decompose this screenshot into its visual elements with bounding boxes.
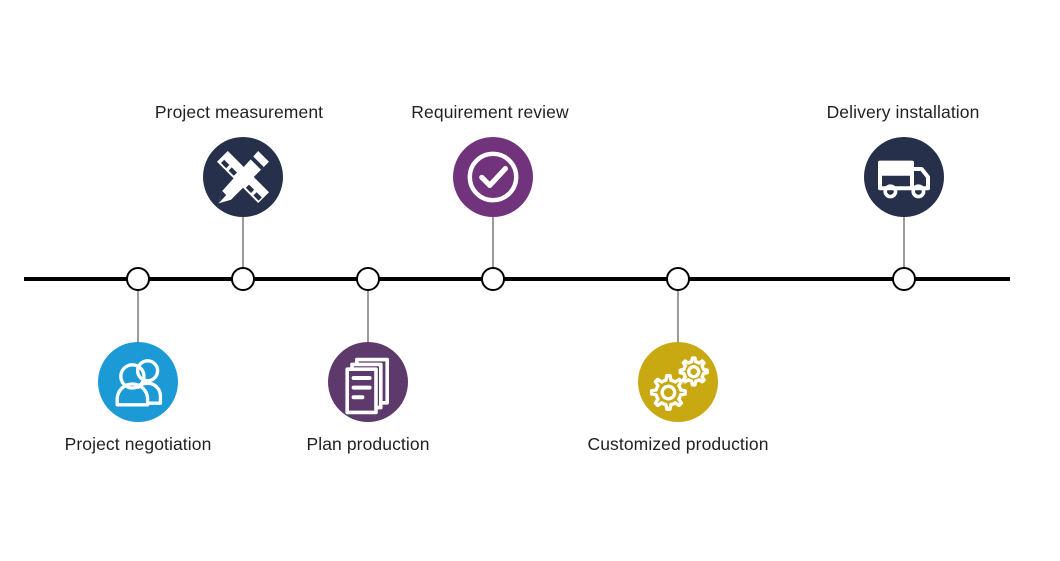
timeline-node-plan-production[interactable] [356, 267, 380, 291]
step-project-measurement[interactable] [203, 137, 283, 217]
step-label-requirement-review: Requirement review [411, 102, 569, 122]
step-label-customized-production: Customized production [587, 434, 769, 454]
timeline-node-delivery-installation[interactable] [892, 267, 916, 291]
documents-icon [345, 357, 390, 415]
timeline-node-requirement-review[interactable] [481, 267, 505, 291]
icon-bubble-project-negotiation[interactable] [98, 342, 178, 422]
step-requirement-review[interactable] [453, 137, 533, 217]
timeline-node-customized-production[interactable] [666, 267, 690, 291]
step-customized-production[interactable] [638, 342, 718, 422]
icon-bubble-requirement-review[interactable] [453, 137, 533, 217]
timeline-node-project-negotiation[interactable] [126, 267, 150, 291]
step-delivery-installation[interactable] [864, 137, 944, 217]
icon-bubble-delivery-installation[interactable] [864, 137, 944, 217]
timeline-node-project-measurement[interactable] [231, 267, 255, 291]
step-project-negotiation[interactable] [98, 342, 178, 422]
step-label-project-measurement: Project measurement [154, 102, 324, 122]
step-label-delivery-installation: Delivery installation [826, 102, 980, 122]
step-plan-production[interactable] [328, 342, 408, 422]
step-label-project-negotiation: Project negotiation [64, 434, 212, 454]
step-label-plan-production: Plan production [306, 434, 430, 454]
